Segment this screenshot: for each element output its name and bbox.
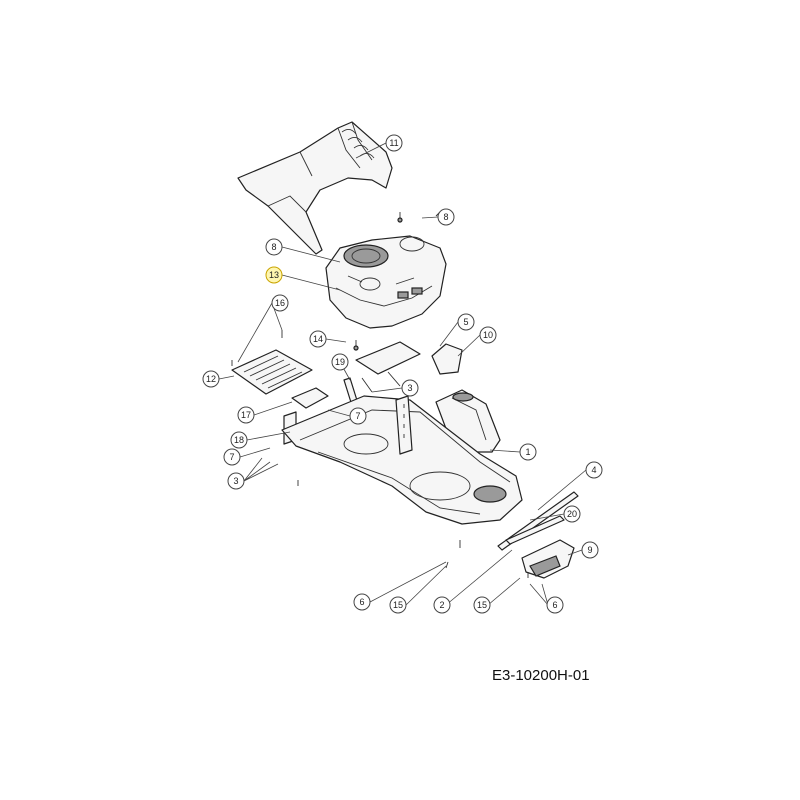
callout-1: 1 bbox=[519, 443, 537, 461]
callout-4: 4 bbox=[585, 461, 603, 479]
part-5-dash-bracket bbox=[355, 341, 421, 393]
callout-15: 15 bbox=[473, 596, 491, 614]
svg-text:17: 17 bbox=[241, 410, 251, 420]
svg-text:15: 15 bbox=[477, 600, 487, 610]
callout-7: 7 bbox=[223, 448, 241, 466]
svg-text:7: 7 bbox=[355, 411, 360, 421]
svg-text:1: 1 bbox=[525, 447, 530, 457]
callout-15: 15 bbox=[389, 596, 407, 614]
callout-13-highlighted: 13 bbox=[265, 266, 283, 284]
callout-18: 18 bbox=[230, 431, 248, 449]
svg-text:10: 10 bbox=[483, 330, 493, 340]
part-9-bumper bbox=[521, 539, 575, 579]
svg-text:8: 8 bbox=[443, 212, 448, 222]
svg-text:15: 15 bbox=[393, 600, 403, 610]
part-11-rear-cover bbox=[237, 121, 393, 255]
callout-12: 12 bbox=[202, 370, 220, 388]
callout-20: 20 bbox=[563, 505, 581, 523]
callout-14: 14 bbox=[309, 330, 327, 348]
svg-text:16: 16 bbox=[275, 298, 285, 308]
svg-text:8: 8 bbox=[271, 242, 276, 252]
callout-9: 9 bbox=[581, 541, 599, 559]
callout-16: 16 bbox=[271, 294, 289, 312]
svg-text:12: 12 bbox=[206, 374, 216, 384]
callout-10: 10 bbox=[479, 326, 497, 344]
part-10-cover bbox=[431, 343, 463, 375]
diagram-code: E3-10200H-01 bbox=[492, 667, 590, 684]
callout-6: 6 bbox=[353, 593, 371, 611]
callout-6: 6 bbox=[546, 596, 564, 614]
leader-lines bbox=[218, 142, 587, 606]
svg-text:4: 4 bbox=[591, 465, 596, 475]
callout-7: 7 bbox=[349, 407, 367, 425]
callout-2: 2 bbox=[433, 596, 451, 614]
callouts: 11 8 8 13 16 14 5 10 19 12 3 17 7 18 7 3… bbox=[202, 134, 603, 614]
svg-text:6: 6 bbox=[552, 600, 557, 610]
part-12-step-plate bbox=[231, 349, 313, 395]
chassis-frame bbox=[281, 395, 523, 525]
svg-text:13: 13 bbox=[269, 270, 279, 280]
callout-11: 11 bbox=[385, 134, 403, 152]
svg-text:20: 20 bbox=[567, 509, 577, 519]
svg-text:9: 9 bbox=[587, 545, 592, 555]
svg-text:19: 19 bbox=[335, 357, 345, 367]
svg-text:7: 7 bbox=[229, 452, 234, 462]
part-13-body bbox=[325, 235, 447, 329]
callout-17: 17 bbox=[237, 406, 255, 424]
svg-text:3: 3 bbox=[233, 476, 238, 486]
callout-8: 8 bbox=[265, 238, 283, 256]
svg-text:3: 3 bbox=[407, 383, 412, 393]
callout-5: 5 bbox=[457, 313, 475, 331]
svg-text:11: 11 bbox=[389, 138, 398, 148]
svg-text:5: 5 bbox=[463, 317, 468, 327]
callout-3: 3 bbox=[227, 472, 245, 490]
svg-text:14: 14 bbox=[313, 334, 323, 344]
part-20-plate bbox=[505, 515, 565, 545]
svg-text:2: 2 bbox=[439, 600, 444, 610]
callout-19: 19 bbox=[331, 353, 349, 371]
svg-text:18: 18 bbox=[234, 435, 244, 445]
callout-8: 8 bbox=[437, 208, 455, 226]
callout-3: 3 bbox=[401, 379, 419, 397]
svg-text:6: 6 bbox=[359, 597, 364, 607]
screw-parts bbox=[231, 211, 529, 578]
